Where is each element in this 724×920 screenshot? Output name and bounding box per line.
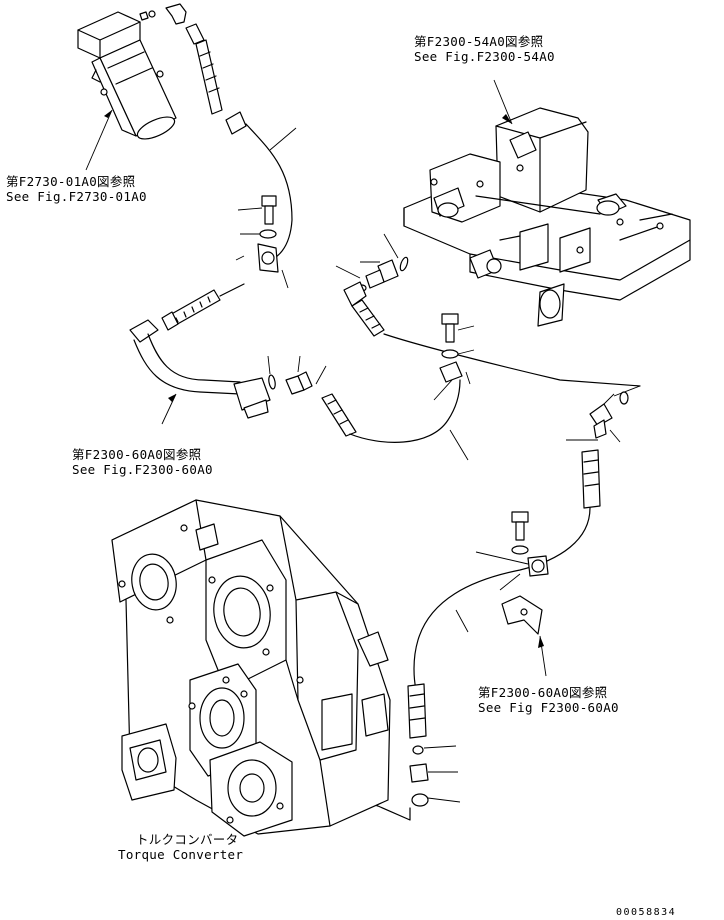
leader-f2730 bbox=[85, 109, 113, 171]
ref-f2300-60a0-lower: 第F2300-60A0図参照 See Fig F2300-60A0 bbox=[478, 685, 619, 715]
right-fittings bbox=[413, 391, 629, 691]
bolt-lower-right bbox=[475, 511, 549, 677]
left-fittings bbox=[267, 355, 469, 461]
ref-f2300-54a0: 第F2300-54A0図参照 See Fig.F2300-54A0 bbox=[414, 34, 555, 64]
torque-converter-jp: トルクコンバータ bbox=[136, 832, 239, 847]
sheet-number: 00058834 bbox=[616, 907, 677, 918]
ref-f2300-60a0-lower-en: See Fig F2300-60A0 bbox=[478, 700, 619, 715]
ref-f2300-54a0-jp: 第F2300-54A0図参照 bbox=[414, 34, 544, 49]
upper-hose bbox=[225, 111, 297, 289]
middle-fittings bbox=[335, 233, 409, 337]
hose-fitting-left bbox=[161, 283, 245, 331]
left-bent-pipe bbox=[129, 319, 271, 425]
torque-converter-en: Torque Converter bbox=[118, 847, 244, 862]
ref-f2300-60a0-upper: 第F2300-60A0図参照 See Fig.F2300-60A0 bbox=[72, 447, 213, 477]
ref-f2730-01a0-jp: 第F2730-01A0図参照 bbox=[6, 174, 136, 189]
ref-f2300-60a0-upper-en: See Fig.F2300-60A0 bbox=[72, 462, 213, 477]
ref-f2730-01a0-en: See Fig.F2730-01A0 bbox=[6, 189, 147, 204]
ref-f2300-60a0-lower-jp: 第F2300-60A0図参照 bbox=[478, 685, 608, 700]
filter-assembly bbox=[77, 3, 223, 140]
leader-f2300-54 bbox=[493, 79, 513, 125]
torque-converter bbox=[111, 499, 391, 837]
torque-converter-label: トルクコンバータ Torque Converter bbox=[118, 832, 243, 862]
middle-hose bbox=[383, 333, 641, 401]
ref-f2300-54a0-en: See Fig.F2300-54A0 bbox=[414, 49, 555, 64]
lower-fittings bbox=[299, 683, 461, 821]
bolt-upper-left bbox=[237, 195, 277, 239]
bolt-middle bbox=[441, 313, 475, 359]
control-valve-assembly bbox=[403, 107, 691, 327]
ref-f2300-60a0-upper-jp: 第F2300-60A0図参照 bbox=[72, 447, 202, 462]
ref-f2730-01a0: 第F2730-01A0図参照 See Fig.F2730-01A0 bbox=[6, 174, 147, 204]
